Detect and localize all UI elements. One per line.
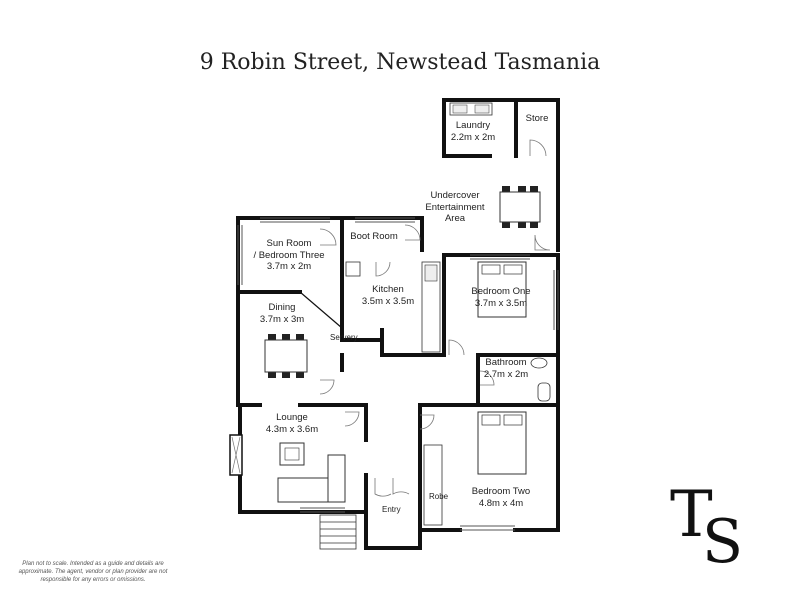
page-title: 9 Robin Street, Newstead Tasmania [199,50,601,75]
disclaimer-text: Plan not to scale. Intended as a guide a… [18,561,168,583]
room-robe: Robe [429,492,449,501]
svg-text:T: T [670,478,713,552]
brand-logo: T S [668,478,758,577]
room-entry: Entry [382,505,401,514]
svg-text:S: S [702,507,743,568]
room-boot-room: Boot Room [350,231,398,242]
room-store: Store [525,113,549,124]
room-servery: Servery [330,333,358,342]
